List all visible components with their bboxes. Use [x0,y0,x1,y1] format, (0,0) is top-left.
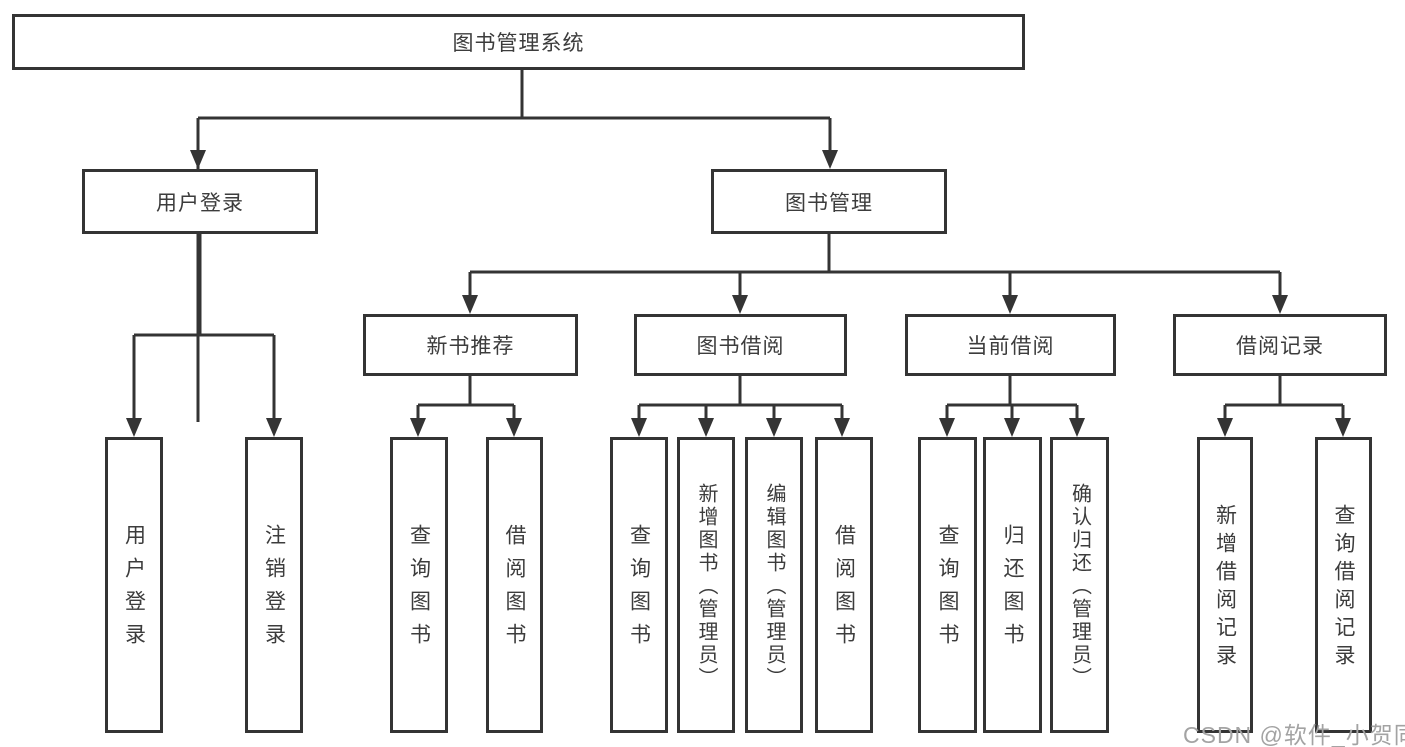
arrowhead-icon [190,150,206,169]
leaf-add-borrow-record: 新增借阅记录 [1197,437,1253,733]
node-user-login: 用户登录 [82,169,318,234]
leaf-label: 归还图书 [1001,524,1024,656]
leaf-return-books: 归还图书 [983,437,1042,733]
leaf-label: 确认归还（管理员） [1068,483,1091,690]
arrowhead-icon [939,418,955,437]
leaf-borrow-books: 借阅图书 [815,437,873,733]
leaf-query-books-borrowing: 查询图书 [610,437,668,733]
leaf-query-books-recommend: 查询图书 [390,437,448,733]
arrowhead-icon [631,418,647,437]
node-book-management: 图书管理 [711,169,947,234]
leaf-label: 编辑图书（管理员） [763,483,785,690]
leaf-query-books-current: 查询图书 [918,437,977,733]
arrowhead-icon [732,295,748,314]
leaf-label: 用户登录 [122,524,146,656]
node-label: 图书管理 [785,191,873,215]
arrowhead-icon [1004,418,1020,437]
node-current-borrowing: 当前借阅 [905,314,1116,376]
node-library-management-system: 图书管理系统 [12,14,1025,70]
arrowhead-icon [766,418,782,437]
arrowhead-icon [698,418,714,437]
leaf-edit-books-admin: 编辑图书（管理员） [745,437,803,733]
arrowhead-icon [1272,295,1288,314]
node-label: 借阅记录 [1236,335,1324,358]
leaf-logout: 注销登录 [245,437,303,733]
leaf-label: 注销登录 [262,524,286,656]
arrowhead-icon [266,418,282,437]
leaf-label: 查询借阅记录 [1332,504,1355,672]
node-borrowing-records: 借阅记录 [1173,314,1387,376]
tree-edges [132,70,1345,422]
leaf-add-books-admin: 新增图书（管理员） [677,437,735,733]
leaf-label: 查询图书 [936,524,959,656]
leaf-label: 借阅图书 [503,524,526,656]
leaf-label: 新增图书（管理员） [695,483,717,690]
node-label: 当前借阅 [966,335,1055,358]
arrowhead-icon [126,418,142,437]
csdn-watermark: CSDN @软件_小贺同学 [1183,722,1405,747]
arrowhead-icon [462,295,478,314]
arrowhead-icon [1217,418,1233,437]
leaf-borrow-books-recommend: 借阅图书 [486,437,543,733]
leaf-label: 查询图书 [627,524,651,656]
node-book-borrowing: 图书借阅 [634,314,847,376]
arrowhead-icon [506,418,522,437]
leaf-label: 查询图书 [407,524,431,656]
arrowhead-icon [834,418,850,437]
arrowhead-icon [410,418,426,437]
arrowhead-icon [822,150,838,169]
leaf-user-login: 用户登录 [105,437,163,733]
arrowhead-icon [1335,418,1351,437]
leaf-confirm-return-admin: 确认归还（管理员） [1050,437,1109,733]
arrowheads [126,150,1351,437]
node-label: 新书推荐 [426,335,515,358]
node-label: 图书管理系统 [452,32,585,55]
leaf-label: 新增借阅记录 [1213,504,1237,672]
node-label: 用户登录 [156,191,244,215]
arrowhead-icon [1002,295,1018,314]
leaf-label: 借阅图书 [832,524,856,656]
arrowhead-icon [1069,418,1085,437]
node-label: 图书借阅 [696,335,785,358]
node-new-book-recommend: 新书推荐 [363,314,578,376]
leaf-query-borrow-record: 查询借阅记录 [1315,437,1372,733]
